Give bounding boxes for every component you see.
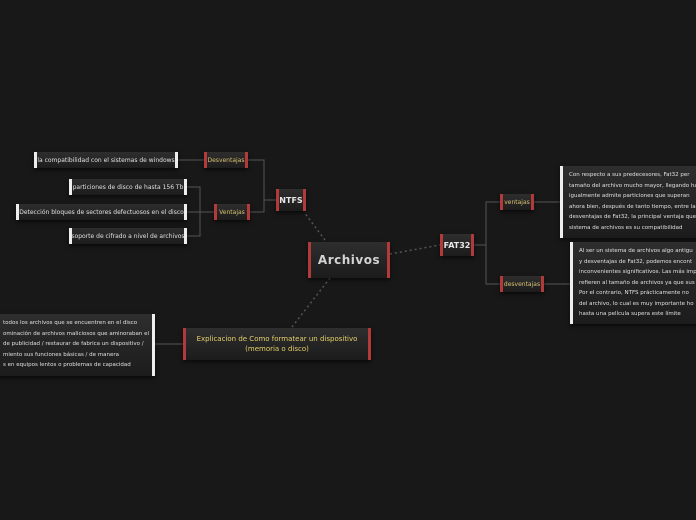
text-line: igualmente admite particiones que supera… [569, 193, 690, 199]
connector-fat32-ventajas [474, 201, 500, 246]
explicacion-text[interactable]: todos los archivos que se encuentren en … [0, 314, 155, 376]
explicacion-label-line: Explicacion de Como formatear un disposi… [196, 335, 358, 343]
text-line: desventajas de Fat32, la principal venta… [569, 214, 696, 220]
ntfs-node[interactable]: NTFS [276, 189, 306, 211]
text-line: hasta una película supera este límite [579, 311, 681, 317]
connector-ntfs-desventajas [248, 159, 276, 201]
explicacion-node[interactable]: Explicacion de Como formatear un disposi… [183, 328, 371, 360]
text-line: s en equipos lentos o problemas de capac… [3, 362, 131, 368]
text-line: ominación de archivos maliciosos que ami… [3, 330, 150, 337]
connector-root-fat32 [389, 244, 441, 255]
ntfs-desventajas-label: Desventajas [207, 156, 245, 164]
ntfs-label: NTFS [279, 195, 303, 205]
text-line: refieren al tamaño de archivos ya que su… [579, 279, 695, 286]
fat32-ventajas-label: ventajas [504, 198, 530, 206]
explicacion-label-line: (memoria o disco) [245, 345, 309, 353]
fat32-desventajas-node[interactable]: desventajas [500, 276, 544, 292]
text-line: del archivo, lo cual es muy importante h… [579, 300, 694, 307]
connector-root-explicacion [291, 277, 331, 328]
text-line: Al ser un sistema de archivos algo antig… [579, 248, 693, 254]
fat32-ventajas-node[interactable]: ventajas [500, 194, 534, 210]
text-line: miento sus funciones básicas / de manera [3, 351, 120, 358]
connector-ventajas-leaves [187, 186, 214, 213]
text-line: Con respecto a sus predecesores, Fat32 p… [569, 172, 690, 178]
ntfs-ventaja-item[interactable]: particiones de disco de hasta 156 Tb [69, 179, 187, 195]
ntfs-ventajas-node[interactable]: Ventajas [214, 204, 250, 220]
text-line: ahora bien, después de tanto tiempo, ent… [569, 203, 696, 210]
fat32-node[interactable]: FAT32 [440, 234, 474, 256]
ntfs-ventaja-item[interactable]: soporte de cifrado a nivel de archivos [69, 228, 187, 244]
text-line: Por el contrario, NTFS prácticamente no [579, 290, 689, 296]
fat32-label: FAT32 [443, 240, 471, 250]
fat32-desventajas-text[interactable]: Al ser un sistema de archivos algo antig… [570, 242, 696, 324]
fat32-ventajas-text[interactable]: Con respecto a sus predecesores, Fat32 p… [560, 166, 696, 238]
connector-fat32-desventajas [485, 245, 500, 285]
ntfs-desventaja-item[interactable]: la compatibilidad con el sistemas de win… [34, 152, 178, 168]
text-line: y desventajas de Fat32, podemos encont [579, 258, 693, 265]
connector-ntfs-ventajas [250, 200, 265, 213]
ntfs-ventajas-label: Ventajas [219, 208, 245, 216]
root-node[interactable]: Archivos [308, 242, 390, 278]
connector-root-ntfs [303, 211, 329, 245]
text-line: inconvenientes significativos. Las más i… [579, 269, 696, 275]
text-line: de publicidad / restaurar de fabrica un … [3, 341, 144, 347]
root-label: Archivos [317, 253, 381, 267]
text-line: sistema de archivos es su compatibilidad [569, 224, 683, 231]
connector-ventajas-leaf-3 [187, 212, 201, 237]
ntfs-ventaja-item[interactable]: Detección bloques de sectores defectuoso… [16, 204, 187, 220]
ntfs-desventajas-node[interactable]: Desventajas [204, 152, 248, 168]
text-line: tamaño del archivo mucho mayor, llegando… [569, 182, 696, 189]
fat32-desventajas-label: desventajas [503, 280, 541, 288]
text-line: todos los archivos que se encuentren en … [3, 320, 138, 326]
